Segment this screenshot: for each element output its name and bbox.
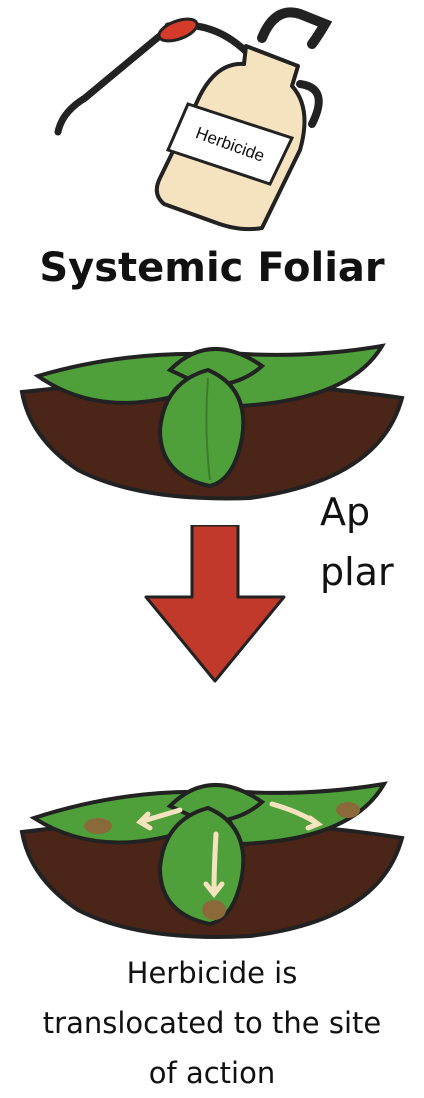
caption-line-1: Herbicide is (0, 948, 424, 998)
caption-line-2: translocated to the site (0, 998, 424, 1048)
damage-spot (84, 818, 112, 834)
damage-spot (336, 802, 360, 818)
herbicide-sprayer: Herbicide (0, 0, 424, 240)
down-arrow (140, 525, 290, 685)
side-label-line-1: Ap (320, 482, 424, 542)
caption: Herbicide is translocated to the site of… (0, 948, 424, 1098)
plant-after-translocation (0, 760, 424, 960)
side-label-line-2: plar (320, 542, 424, 602)
bottle-handle (262, 12, 325, 44)
page-title: Systemic Foliar (0, 238, 424, 298)
sprayer-wand (58, 34, 162, 132)
damage-spot (202, 900, 226, 920)
side-label: Ap plar (320, 482, 424, 602)
caption-line-3: of action (0, 1048, 424, 1098)
sprayer-trigger (156, 15, 200, 46)
